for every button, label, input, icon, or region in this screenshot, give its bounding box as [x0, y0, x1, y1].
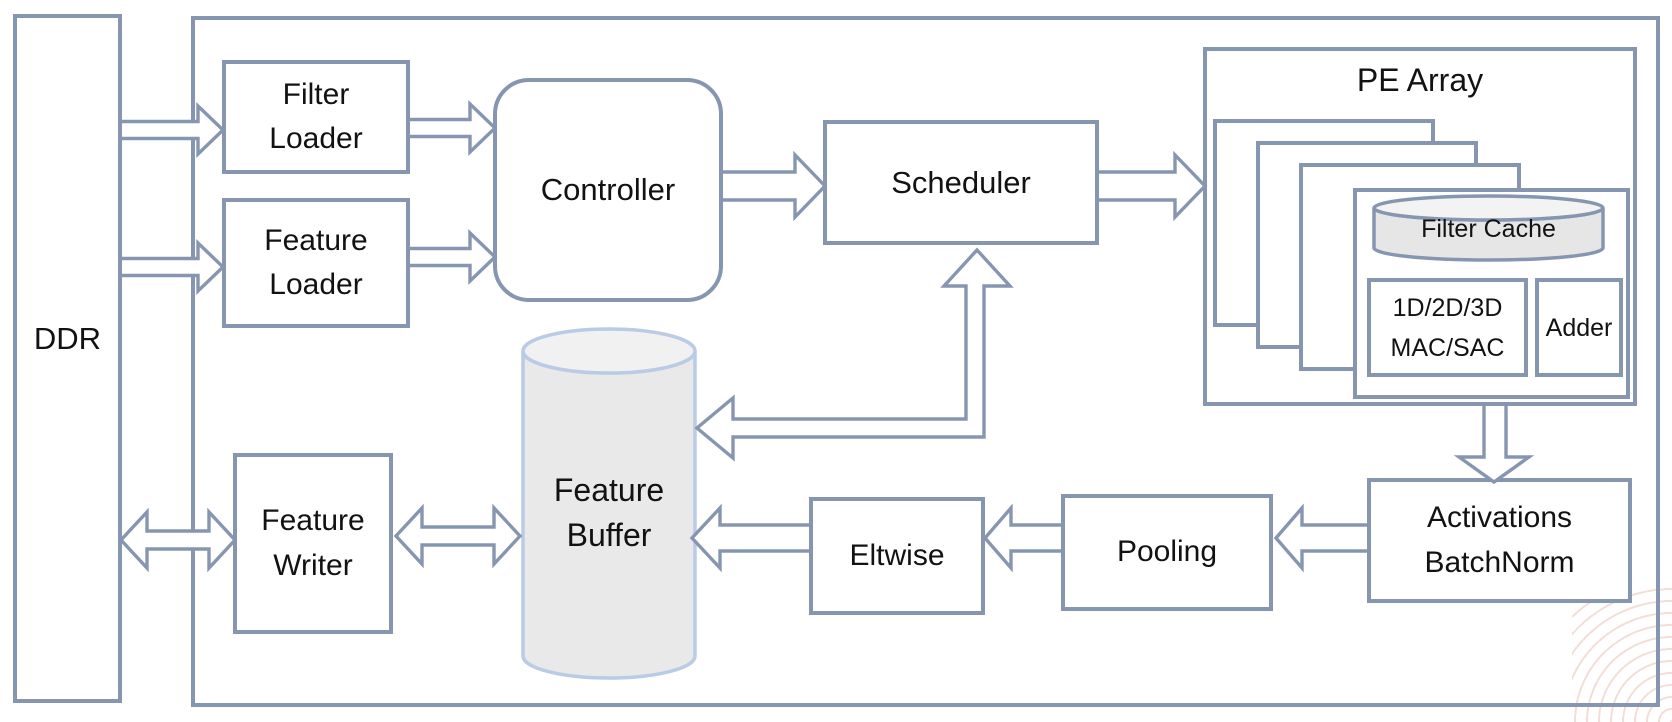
feature-writer-box: Feature Writer	[233, 453, 393, 634]
pooling-label: Pooling	[1116, 535, 1218, 569]
pooling-box: Pooling	[1061, 494, 1273, 611]
activations-batchnorm-box: Activations BatchNorm	[1367, 478, 1632, 603]
controller-box: Controller	[493, 78, 723, 302]
controller-label: Controller	[540, 172, 676, 208]
filter-loader-box: Filter Loader	[222, 60, 410, 174]
ddr-label: DDR	[33, 320, 102, 356]
mac-label: 1D/2D/3D MAC/SAC	[1390, 293, 1505, 362]
adder-box: Adder	[1535, 278, 1623, 377]
ddr-box: DDR	[13, 14, 122, 703]
feature-loader-box: Feature Loader	[222, 198, 410, 328]
activations-batchnorm-label: Activations BatchNorm	[1424, 501, 1575, 579]
eltwise-label: Eltwise	[849, 538, 945, 572]
scheduler-label: Scheduler	[891, 164, 1031, 200]
mac-box: 1D/2D/3D MAC/SAC	[1367, 278, 1528, 377]
feature-writer-label: Feature Writer	[261, 504, 365, 582]
eltwise-box: Eltwise	[809, 497, 985, 615]
feature-loader-label: Feature Loader	[264, 223, 368, 301]
scheduler-box: Scheduler	[823, 120, 1099, 245]
accelerator-container-box	[191, 16, 1660, 707]
watermark-arcs	[1572, 586, 1672, 722]
filter-loader-label: Filter Loader	[269, 77, 363, 155]
adder-label: Adder	[1545, 313, 1613, 342]
